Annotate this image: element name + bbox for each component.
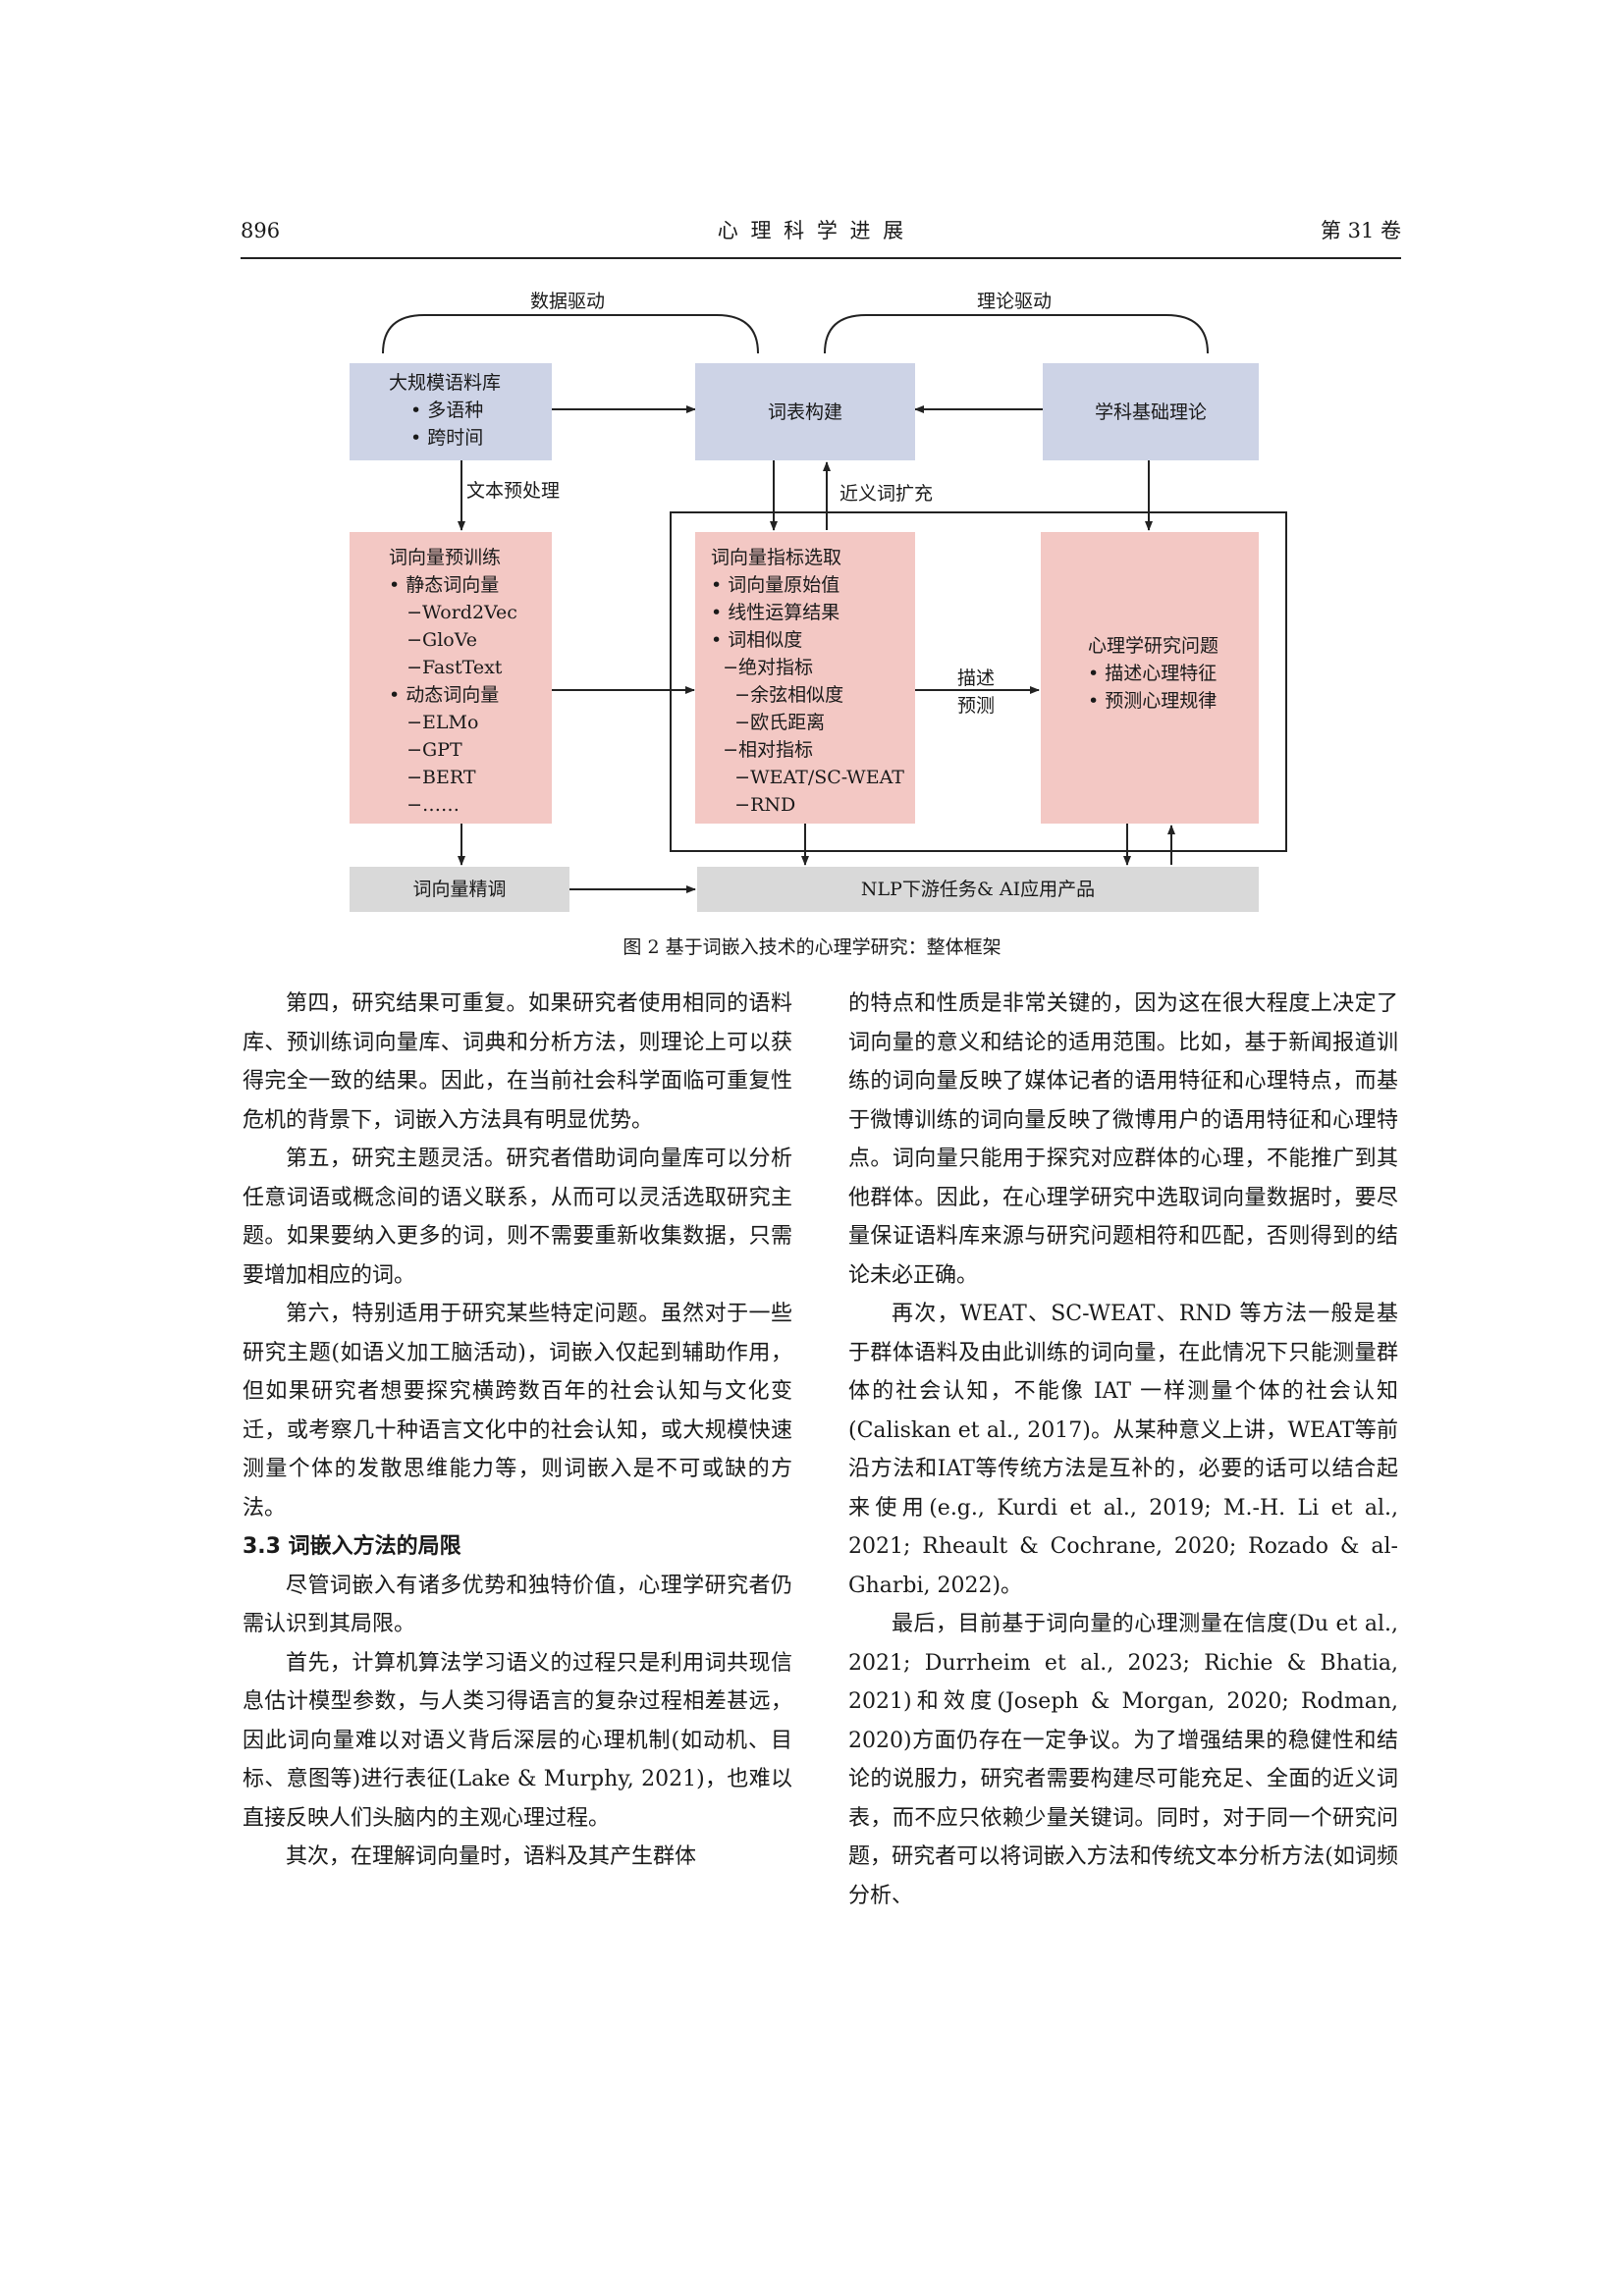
figure-caption: 图 2 基于词嵌入技术的心理学研究：整体框架: [623, 936, 1001, 958]
section-heading: 3.3 词嵌入方法的局限: [243, 1534, 461, 1559]
framework-figure: 数据驱动 理论驱动 大规模语料库 • 多语种 • 跨时间 词表构建 学科基础理论…: [334, 280, 1296, 918]
wordlist-box: 词表构建: [695, 363, 915, 460]
indicator-box-line: −WEAT/SC-WEAT: [711, 767, 904, 788]
indicator-box-line: • 词向量原始值: [711, 574, 840, 596]
psych-box: 心理学研究问题 • 描述心理特征 • 预测心理规律: [1041, 532, 1259, 824]
pretrain-box-line: −FastText: [389, 657, 503, 678]
left-column: 第四，研究结果可重复。如果研究者使用相同的语料库、预训练词向量库、词典和分析方法…: [243, 985, 792, 1877]
indicator-box-line: • 线性运算结果: [711, 602, 840, 623]
pretrain-box-line: −GloVe: [389, 629, 477, 651]
indicator-box-line: 词向量指标选取: [711, 547, 842, 568]
indicator-box: 词向量指标选取 • 词向量原始值 • 线性运算结果 • 词相似度 −绝对指标 −余弦相…: [695, 532, 915, 824]
paragraph: 的特点和性质是非常关键的，因为这在很大程度上决定了词向量的意义和结论的适用范围。…: [848, 991, 1398, 1288]
page-number: 896: [241, 219, 281, 242]
paragraph: 再次，WEAT、SC-WEAT、RND 等方法一般是基于群体语料及由此训练的词向…: [848, 1302, 1398, 1598]
paragraph: 第五，研究主题灵活。研究者借助词向量库可以分析任意词语或概念间的语义联系，从而可…: [243, 1147, 792, 1288]
paragraph: 第四，研究结果可重复。如果研究者使用相同的语料库、预训练词向量库、词典和分析方法…: [243, 991, 792, 1133]
brace-theory-driven: [824, 314, 1209, 354]
pretrain-box-line: • 静态词向量: [389, 574, 500, 596]
header-rule: [241, 257, 1401, 259]
finetune-box: 词向量精调: [350, 867, 569, 912]
paragraph: 其次，在理解词向量时，语料及其产生群体: [286, 1844, 697, 1869]
predict-label: 预测: [957, 695, 996, 717]
data-driven-label: 数据驱动: [530, 291, 606, 312]
indicator-box-line: −欧氏距离: [711, 712, 826, 733]
pretrain-box-line: −ELMo: [389, 712, 479, 733]
corpus-box: 大规模语料库 • 多语种 • 跨时间: [350, 363, 552, 460]
corpus-item-cross-time: • 跨时间: [410, 427, 484, 449]
right-column: 的特点和性质是非常关键的，因为这在很大程度上决定了词向量的意义和结论的适用范围。…: [848, 985, 1398, 1915]
indicator-box-line: • 词相似度: [711, 629, 803, 651]
pretrain-box-line: −Word2Vec: [389, 602, 517, 623]
pretrain-box-line: −……: [389, 794, 460, 816]
synonym-label: 近义词扩充: [839, 483, 934, 505]
pretrain-box-line: 词向量预训练: [389, 547, 502, 568]
pretrain-box-line: −GPT: [389, 739, 462, 761]
nlp-box: NLP下游任务& AI应用产品: [697, 867, 1259, 912]
corpus-item-multilingual: • 多语种: [410, 400, 484, 421]
corpus-box-title: 大规模语料库: [389, 372, 502, 394]
pretrain-box-line: • 动态词向量: [389, 684, 500, 706]
pretrain-box: 词向量预训练 • 静态词向量 −Word2Vec −GloVe −FastText…: [350, 532, 552, 824]
psych-box-line: 心理学研究问题: [1088, 635, 1219, 657]
theory-box: 学科基础理论: [1043, 363, 1259, 460]
volume-label: 第 31 卷: [1320, 219, 1401, 242]
figure-connectors: [382, 314, 1287, 893]
paragraph: 首先，计算机算法学习语义的过程只是利用词共现信息估计模型参数，与人类习得语言的复…: [243, 1650, 792, 1831]
describe-label: 描述: [957, 667, 996, 689]
paragraph: 最后，目前基于词向量的心理测量在信度(Du et al., 2021; Durr…: [848, 1612, 1398, 1908]
indicator-box-line: −绝对指标: [711, 657, 813, 678]
paragraph: 尽管词嵌入有诸多优势和独特价值，心理学研究者仍需认识到其局限。: [243, 1573, 792, 1637]
analysis-frame: [670, 511, 1287, 852]
indicator-box-line: −RND: [711, 794, 796, 816]
brace-data-driven: [382, 314, 759, 354]
psych-box-line: • 描述心理特征: [1088, 663, 1218, 684]
psych-box-line: • 预测心理规律: [1088, 690, 1218, 712]
preprocess-label: 文本预处理: [466, 480, 561, 502]
theory-driven-label: 理论驱动: [977, 291, 1053, 312]
journal-title: 心 理 科 学 进 展: [717, 219, 907, 242]
pretrain-box-line: −BERT: [389, 767, 476, 788]
indicator-box-line: −余弦相似度: [711, 684, 844, 706]
paragraph: 第六，特别适用于研究某些特定问题。虽然对于一些研究主题(如语义加工脑活动)，词嵌…: [243, 1302, 792, 1521]
indicator-box-line: −相对指标: [711, 739, 813, 761]
